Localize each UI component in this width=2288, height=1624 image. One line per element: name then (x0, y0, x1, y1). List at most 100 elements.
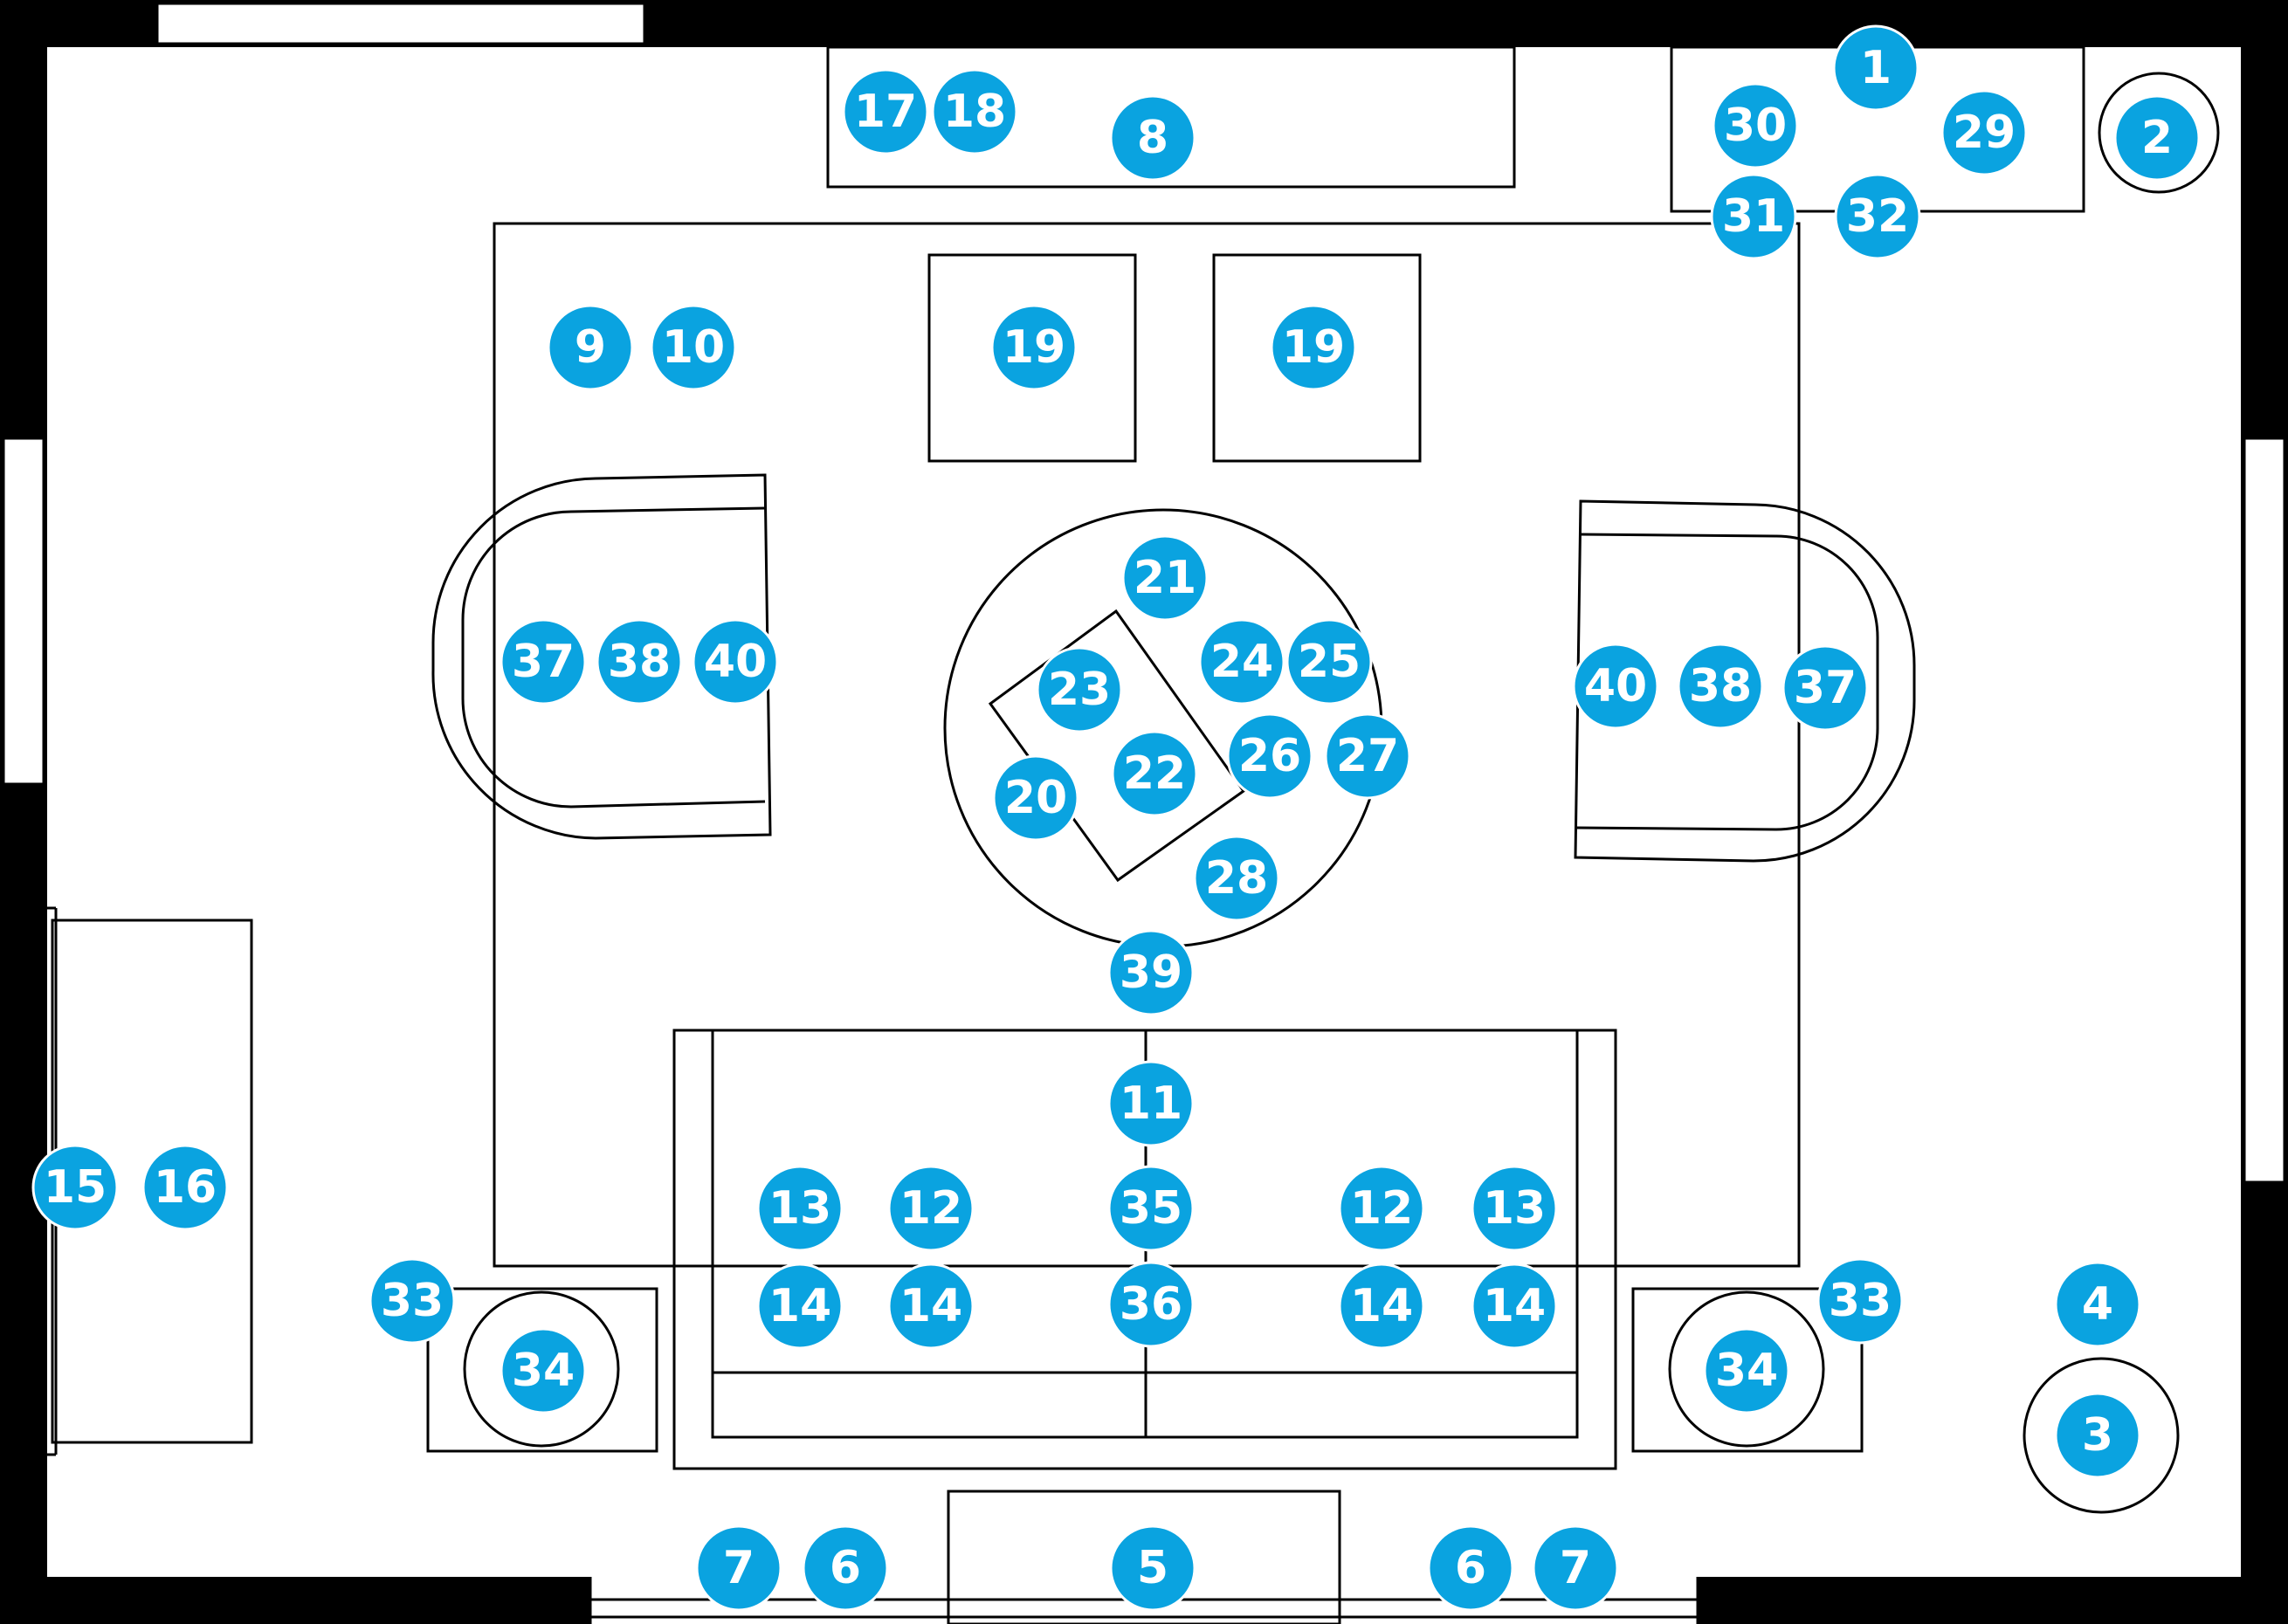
marker-label: 13 (1483, 1182, 1546, 1235)
planter (2098, 72, 2220, 194)
window-right (2243, 437, 2286, 1184)
marker-29[interactable]: 29 (1940, 89, 2028, 176)
marker-12[interactable]: 12 (887, 1165, 975, 1252)
marker-13[interactable]: 13 (1471, 1165, 1558, 1252)
marker-20[interactable]: 20 (992, 754, 1079, 842)
marker-label: 25 (1298, 636, 1361, 688)
marker-6[interactable]: 6 (1427, 1524, 1514, 1612)
marker-label: 1 (1860, 42, 1892, 94)
marker-39[interactable]: 39 (1107, 929, 1195, 1016)
marker-label: 19 (1003, 321, 1065, 374)
marker-24[interactable]: 24 (1198, 618, 1285, 705)
marker-label: 23 (1048, 664, 1111, 716)
marker-label: 9 (575, 321, 606, 374)
marker-label: 38 (1689, 660, 1752, 712)
marker-10[interactable]: 10 (650, 304, 737, 391)
marker-label: 32 (1846, 190, 1909, 243)
marker-30[interactable]: 30 (1712, 82, 1799, 169)
marker-16[interactable]: 16 (141, 1144, 229, 1231)
marker-label: 15 (44, 1161, 107, 1214)
marker-25[interactable]: 25 (1285, 618, 1373, 705)
marker-label: 19 (1282, 321, 1345, 374)
marker-label: 28 (1205, 852, 1268, 905)
marker-33[interactable]: 33 (369, 1257, 456, 1345)
marker-label: 7 (723, 1542, 755, 1594)
marker-19[interactable]: 19 (1270, 304, 1357, 391)
marker-14[interactable]: 14 (1471, 1263, 1558, 1350)
marker-label: 14 (899, 1280, 962, 1332)
marker-38[interactable]: 38 (596, 618, 683, 705)
ottoman-left (927, 253, 1137, 463)
marker-label: 34 (512, 1345, 575, 1397)
marker-34[interactable]: 34 (1703, 1327, 1790, 1414)
floor-plant (2023, 1357, 2180, 1514)
marker-38[interactable]: 38 (1677, 643, 1764, 730)
marker-14[interactable]: 14 (1338, 1263, 1425, 1350)
marker-7[interactable]: 7 (695, 1524, 782, 1612)
marker-label: 21 (1134, 552, 1196, 604)
marker-14[interactable]: 14 (756, 1263, 844, 1350)
marker-13[interactable]: 13 (756, 1165, 844, 1252)
marker-label: 40 (704, 636, 767, 688)
marker-27[interactable]: 27 (1324, 712, 1411, 800)
marker-11[interactable]: 11 (1107, 1060, 1195, 1147)
marker-label: 38 (608, 636, 671, 688)
console-table (826, 45, 1516, 189)
marker-21[interactable]: 21 (1121, 534, 1209, 622)
armchair-right (1574, 499, 1916, 863)
markers: 1 2 3 4 5 6 6 7 7 8 9 10 11 12 12 13 13 … (31, 24, 2201, 1612)
marker-label: 31 (1722, 190, 1785, 243)
marker-31[interactable]: 31 (1710, 173, 1797, 260)
marker-label: 7 (1560, 1542, 1591, 1594)
marker-2[interactable]: 2 (2113, 94, 2201, 182)
marker-label: 4 (2082, 1278, 2113, 1331)
window-top (155, 2, 646, 45)
marker-33[interactable]: 33 (1816, 1257, 1904, 1345)
marker-36[interactable]: 36 (1107, 1261, 1195, 1348)
armchair-left (431, 473, 772, 840)
marker-label: 24 (1210, 636, 1273, 688)
marker-12[interactable]: 12 (1338, 1165, 1425, 1252)
marker-label: 20 (1004, 772, 1067, 824)
marker-label: 12 (1350, 1182, 1413, 1235)
marker-9[interactable]: 9 (547, 304, 634, 391)
marker-40[interactable]: 40 (692, 618, 779, 705)
marker-label: 12 (899, 1182, 962, 1235)
marker-3[interactable]: 3 (2054, 1392, 2141, 1479)
marker-label: 16 (154, 1161, 217, 1214)
marker-6[interactable]: 6 (802, 1524, 889, 1612)
marker-8[interactable]: 8 (1109, 94, 1196, 182)
marker-label: 18 (943, 86, 1006, 138)
marker-37[interactable]: 37 (1781, 644, 1869, 732)
marker-label: 33 (381, 1275, 444, 1327)
marker-4[interactable]: 4 (2054, 1261, 2141, 1348)
marker-label: 8 (1137, 112, 1168, 164)
marker-label: 14 (1350, 1280, 1413, 1332)
marker-37[interactable]: 37 (500, 618, 587, 705)
marker-28[interactable]: 28 (1193, 835, 1280, 922)
tray (988, 609, 1246, 883)
marker-17[interactable]: 17 (842, 68, 929, 155)
marker-19[interactable]: 19 (990, 304, 1078, 391)
marker-14[interactable]: 14 (887, 1263, 975, 1350)
marker-18[interactable]: 18 (931, 68, 1018, 155)
marker-label: 29 (1953, 107, 2016, 159)
marker-1[interactable]: 1 (1832, 24, 1919, 112)
marker-23[interactable]: 23 (1036, 646, 1123, 733)
marker-34[interactable]: 34 (500, 1327, 587, 1414)
marker-label: 26 (1238, 730, 1301, 782)
marker-35[interactable]: 35 (1107, 1165, 1195, 1252)
marker-5[interactable]: 5 (1109, 1524, 1196, 1612)
marker-22[interactable]: 22 (1111, 730, 1198, 817)
marker-label: 39 (1120, 946, 1182, 999)
marker-40[interactable]: 40 (1572, 643, 1659, 730)
marker-7[interactable]: 7 (1532, 1524, 1619, 1612)
marker-15[interactable]: 15 (31, 1144, 119, 1231)
marker-26[interactable]: 26 (1226, 712, 1313, 800)
marker-label: 35 (1120, 1182, 1182, 1235)
marker-label: 6 (830, 1542, 861, 1594)
marker-label: 40 (1584, 660, 1647, 712)
side-table-left (426, 1287, 658, 1453)
marker-32[interactable]: 32 (1834, 173, 1921, 260)
